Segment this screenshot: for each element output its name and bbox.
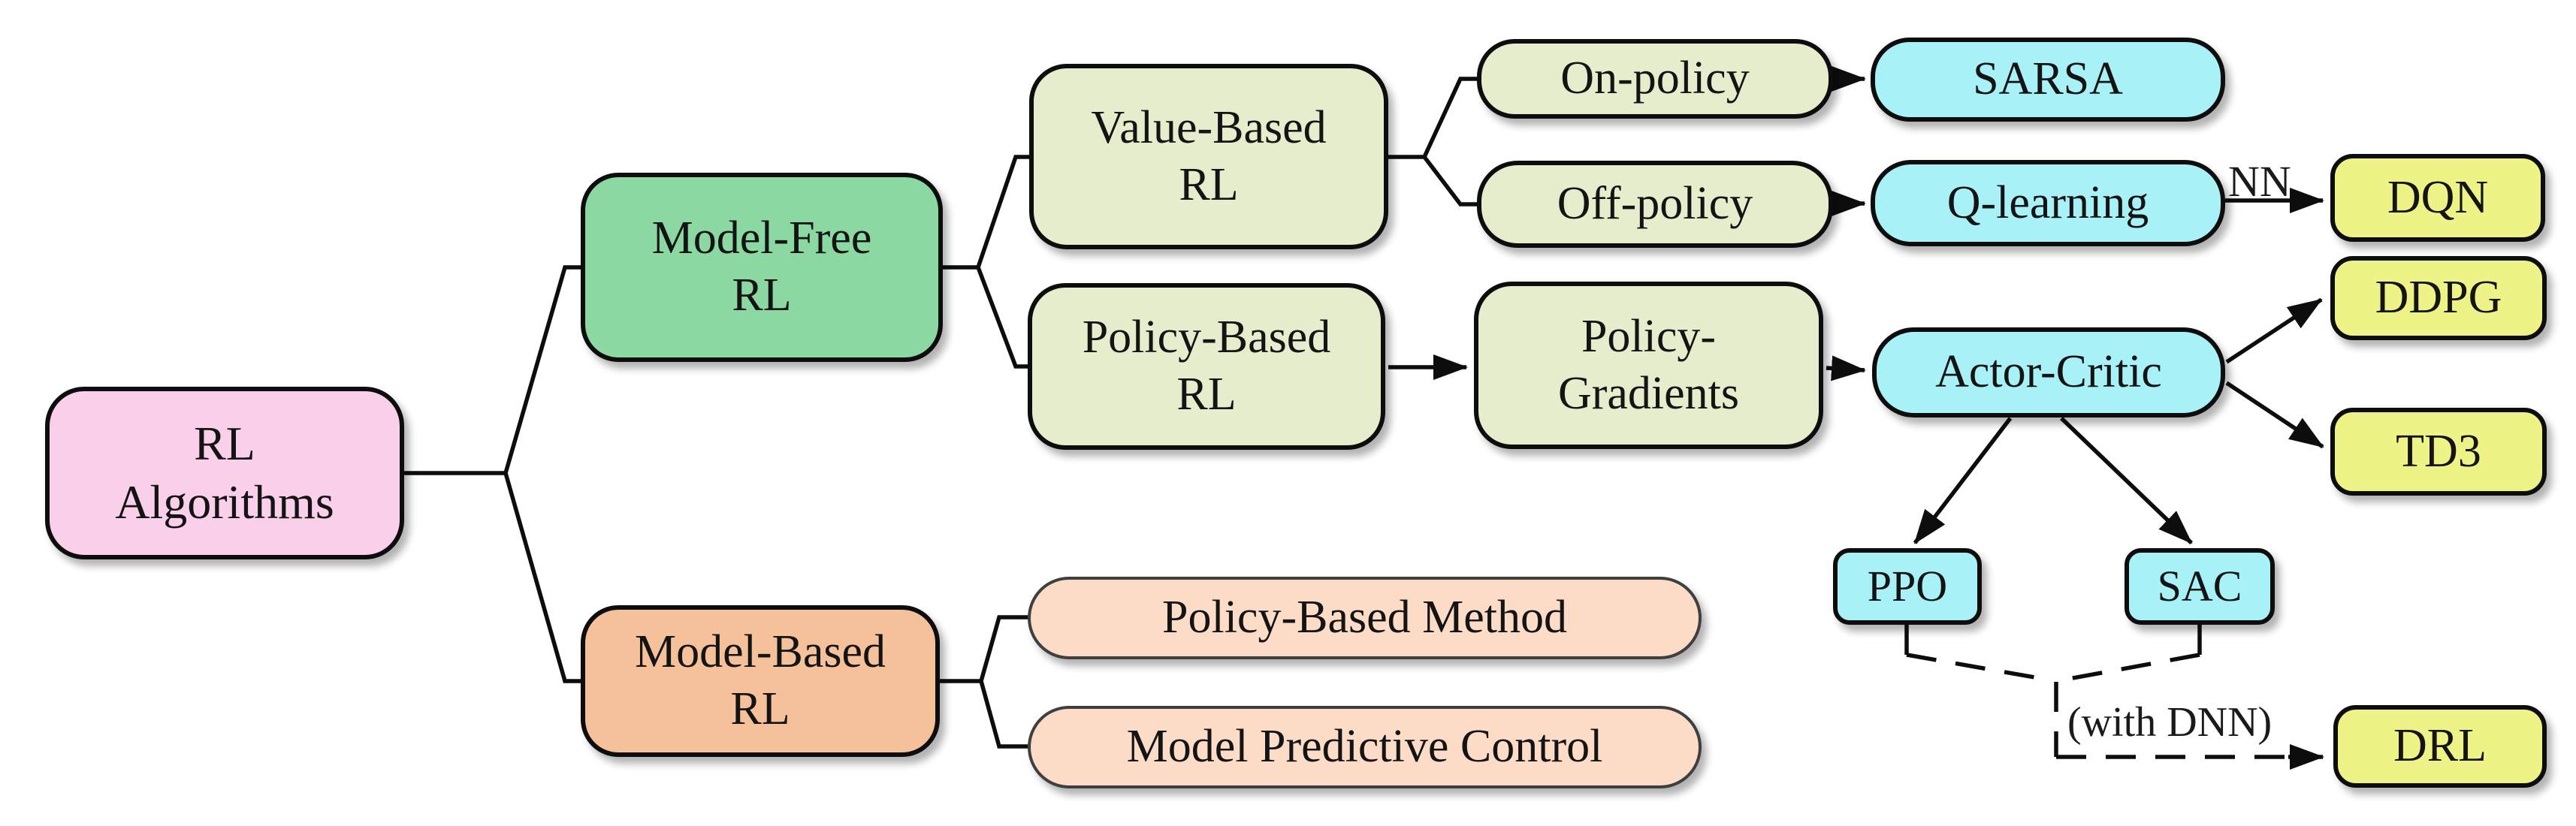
- node-label: DDPG: [2375, 272, 2502, 324]
- node-label: SAC: [2157, 561, 2242, 610]
- node-policy-based-rl: Policy-Based RL: [1028, 283, 1385, 450]
- node-policy-based-method: Policy-Based Method: [1028, 577, 1702, 659]
- node-policy-gradients: Policy- Gradients: [1474, 282, 1823, 449]
- node-label: Policy-Based Method: [1162, 592, 1567, 644]
- node-drl: DRL: [2333, 705, 2547, 788]
- node-on-policy: On-policy: [1477, 39, 1833, 119]
- node-label: DRL: [2393, 720, 2487, 772]
- node-value-based-rl: Value-Based RL: [1029, 64, 1388, 249]
- node-sarsa: SARSA: [1871, 38, 2225, 122]
- edge-actorcritic-to-ddpg-arrow: [2225, 297, 2323, 364]
- node-label: Model Predictive Control: [1126, 721, 1603, 773]
- node-label: PPO: [1867, 561, 1948, 610]
- edge-policygradients-to-actorcritic-arrow: [1826, 355, 1866, 381]
- node-sac: SAC: [2125, 548, 2275, 625]
- node-label: Value-Based RL: [1091, 101, 1327, 210]
- node-label: Off-policy: [1557, 178, 1753, 230]
- edge-actorcritic-to-td3-arrow: [2225, 381, 2324, 449]
- node-actor-critic: Actor-Critic: [1872, 327, 2225, 418]
- edge-ppo-dashed-line: [1906, 653, 2052, 683]
- edge-sac-dashed-line: [2060, 653, 2200, 683]
- node-label: Model-Based RL: [634, 626, 886, 734]
- node-label: DQN: [2387, 171, 2489, 223]
- node-label: Policy-Based RL: [1082, 312, 1331, 420]
- edge-modelbased-to-children-bracket: [940, 615, 1028, 749]
- node-model-free-rl: Model-Free RL: [581, 173, 943, 362]
- node-ppo: PPO: [1833, 548, 1982, 625]
- node-ddpg: DDPG: [2330, 256, 2547, 340]
- node-rl-algorithms: RL Algorithms: [45, 387, 404, 559]
- node-dqn: DQN: [2330, 154, 2545, 242]
- edge-actorcritic-to-ppo-arrow: [1913, 417, 2013, 544]
- edge-label-with-dnn: (with DNN): [2067, 699, 2272, 746]
- node-label: Actor-Critic: [1935, 346, 2162, 398]
- edge-actorcritic-to-sac-arrow: [2060, 417, 2193, 544]
- edge-label-nn: NN: [2228, 157, 2291, 206]
- node-label: TD3: [2396, 425, 2481, 477]
- node-label: RL Algorithms: [115, 416, 334, 529]
- node-model-predictive-control: Model Predictive Control: [1028, 706, 1702, 788]
- edge-valuebased-to-children-bracket: [1388, 77, 1477, 206]
- node-label: Model-Free RL: [651, 213, 872, 321]
- node-off-policy: Off-policy: [1477, 161, 1833, 248]
- node-label: SARSA: [1973, 53, 2123, 105]
- edge-rl-to-children-bracket: [402, 265, 581, 683]
- node-q-learning: Q-learning: [1871, 160, 2225, 246]
- node-label: Q-learning: [1946, 176, 2149, 228]
- edge-modelfree-to-children-bracket: [943, 155, 1029, 369]
- node-td3: TD3: [2330, 408, 2547, 496]
- node-model-based-rl: Model-Based RL: [581, 605, 940, 757]
- node-label: Policy- Gradients: [1557, 310, 1740, 419]
- node-label: On-policy: [1560, 53, 1750, 104]
